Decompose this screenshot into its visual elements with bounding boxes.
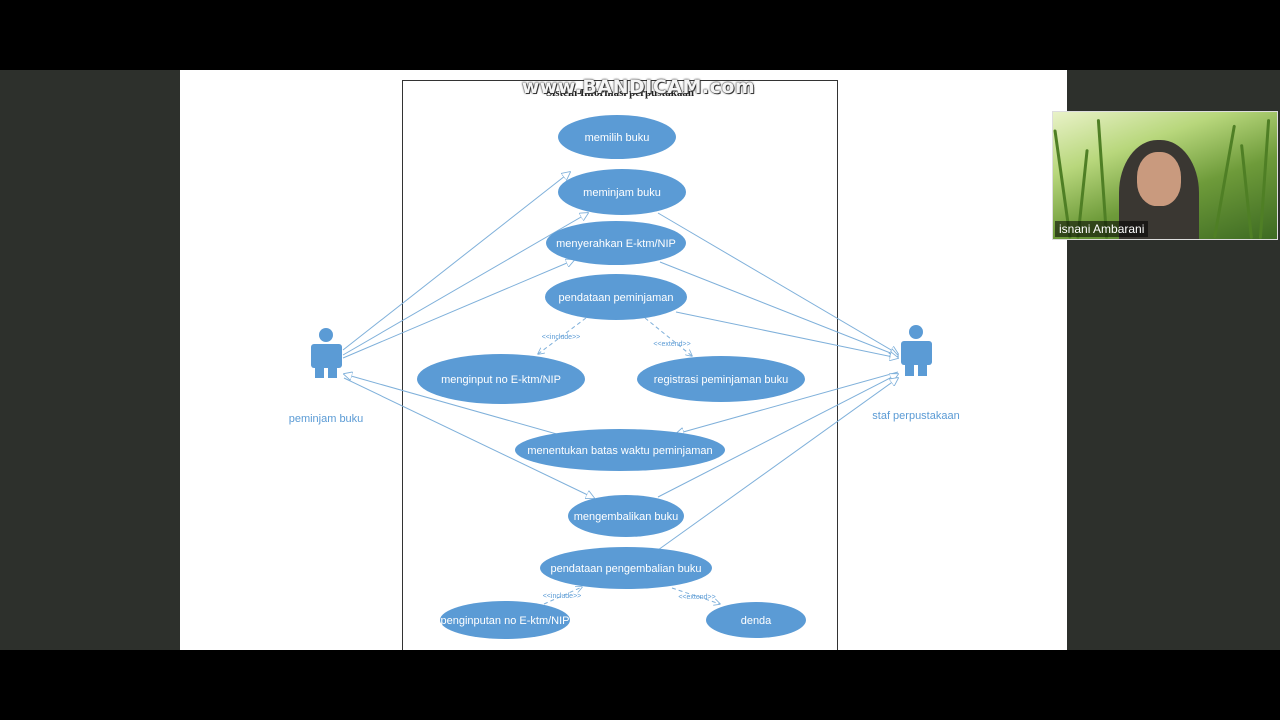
actor-left-icon (311, 328, 342, 378)
participant-face (1137, 152, 1181, 206)
usecase-denda: denda (706, 602, 806, 638)
usecase-registrasi-label: registrasi peminjaman buku (654, 374, 789, 386)
participant-name: isnani Ambarani (1055, 221, 1149, 237)
extend-link-2 (671, 587, 720, 604)
actor-staf-perpustakaan: staf perpustakaan (872, 325, 960, 422)
usecase-denda-label: denda (741, 615, 772, 627)
system-title: Sistem Informasi perpustakaan (546, 87, 694, 99)
usecase-menentukan: menentukan batas waktu peminjaman (515, 429, 725, 471)
usecase-menyerahkan-label: menyerahkan E-ktm/NIP (556, 238, 676, 250)
stereotype-extend-2: <<extend>> (678, 594, 715, 601)
stereotype-extend-1: <<extend>> (653, 341, 690, 348)
actor-peminjam-buku: peminjam buku (289, 328, 364, 425)
actor-right-label: staf perpustakaan (872, 410, 959, 422)
assoc-menentukan-left (344, 374, 586, 443)
extend-link-1 (644, 317, 692, 356)
assoc-left-menyerahkan (342, 260, 574, 359)
letterbox-bottom (0, 650, 1280, 720)
right-associations (657, 212, 899, 551)
usecase-meminjam-buku-label: meminjam buku (583, 187, 661, 199)
assoc-left-mengembalikan (343, 377, 594, 498)
usecase-penginputan-label: penginputan no E-ktm/NIP (440, 615, 569, 627)
grass-blade (1240, 144, 1253, 239)
usecase-registrasi: registrasi peminjaman buku (637, 356, 805, 402)
usecase-mengembalikan: mengembalikan buku (568, 495, 684, 537)
usecase-pendataan-pengembalian: pendataan pengembalian buku (540, 547, 712, 589)
assoc-left-meminjam (342, 213, 588, 356)
usecase-penginputan: penginputan no E-ktm/NIP (440, 601, 570, 639)
grass-blade (1213, 124, 1236, 239)
assoc-meminjam-right (657, 212, 898, 354)
webcam-thumbnail[interactable]: isnani Ambarani (1052, 111, 1278, 240)
usecase-menginput: menginput no E-ktm/NIP (417, 354, 585, 404)
include-link-1 (538, 317, 587, 354)
assoc-menyerahkan-right (659, 261, 898, 356)
usecase-pendataan-peminjaman-label: pendataan peminjaman (559, 292, 674, 304)
assoc-pendataan-right (675, 311, 898, 358)
stereotype-include-2: <<include>> (543, 593, 582, 600)
usecase-meminjam-buku: meminjam buku (558, 169, 686, 215)
left-associations (343, 172, 594, 498)
letterbox-top (0, 0, 1280, 70)
usecase-pendataan-pengembalian-label: pendataan pengembalian buku (550, 563, 701, 575)
usecase-mengembalikan-label: mengembalikan buku (574, 511, 679, 523)
usecase-menyerahkan: menyerahkan E-ktm/NIP (546, 221, 686, 265)
use-cases: memilih buku meminjam buku menyerahkan E… (417, 115, 806, 639)
usecase-menentukan-label: menentukan batas waktu peminjaman (527, 445, 712, 457)
bandicam-watermark: www.BANDICAM.com (521, 76, 756, 98)
actor-right-icon (901, 325, 932, 376)
stereotype-include-1: <<include>> (542, 334, 581, 341)
assoc-left-memilih (342, 172, 570, 351)
assoc-right-menentukan (676, 371, 899, 434)
assoc-mengembalikan-right (657, 374, 898, 498)
usecase-pendataan-peminjaman: pendataan peminjaman (545, 274, 687, 320)
actor-left-label: peminjam buku (289, 413, 364, 425)
assoc-pengembalian-right (657, 378, 898, 551)
grass-blade (1258, 119, 1271, 239)
usecase-menginput-label: menginput no E-ktm/NIP (441, 374, 561, 386)
include-extend-links (538, 317, 720, 604)
usecase-memilih-buku-label: memilih buku (585, 132, 650, 144)
usecase-memilih-buku: memilih buku (558, 115, 676, 159)
